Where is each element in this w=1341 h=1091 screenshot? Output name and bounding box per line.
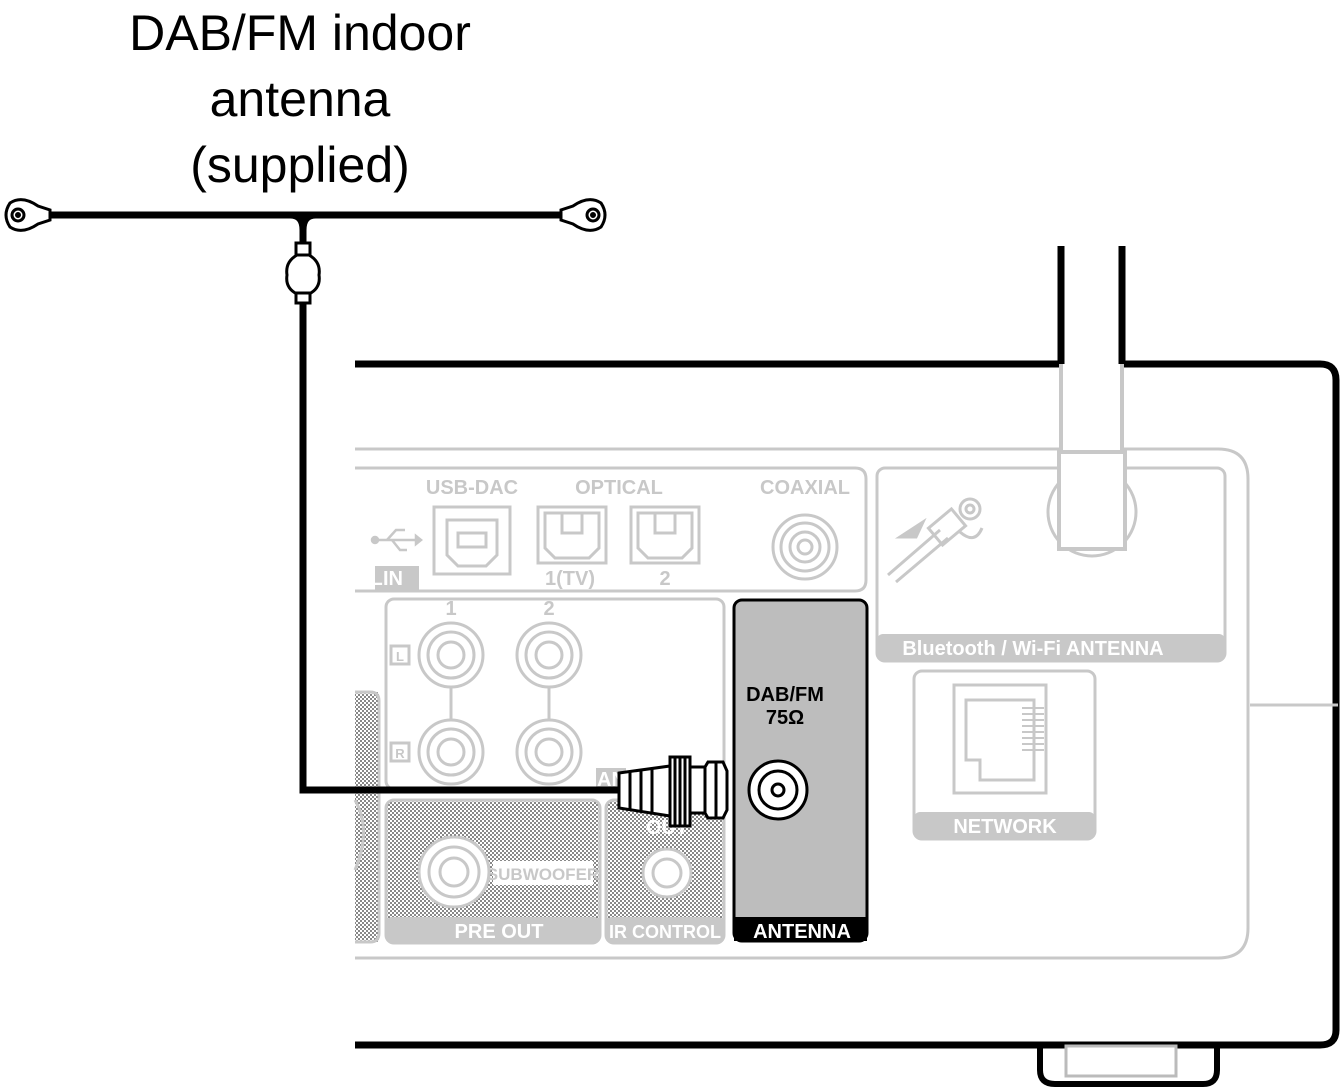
wifi-antenna-rod: [1057, 364, 1127, 551]
usb-dac-label: USB-DAC: [426, 477, 518, 499]
coaxial-port: [771, 513, 839, 581]
bt-label-bar: [877, 634, 1225, 661]
impedance-label: 75Ω: [766, 707, 804, 729]
digital-in-fragment: AL: [356, 568, 383, 590]
analog-2-label: 2: [543, 598, 554, 620]
bt-wifi-label: Bluetooth / Wi-Fi ANTENNA: [902, 638, 1163, 660]
optical-ports: [536, 505, 701, 565]
t-antenna-wire: [42, 211, 620, 794]
antenna-wire-end-left: [4, 198, 52, 232]
network-label: NETWORK: [953, 816, 1057, 838]
dab-fm-label: DAB/FM: [746, 684, 824, 706]
antenna-wire-end-right: [559, 198, 607, 232]
caption-line-1: DAB/FM indoor: [129, 5, 471, 61]
digital-in-label-bar: [375, 566, 419, 590]
optical-1-label: 1(TV): [545, 568, 595, 590]
coaxial-label: COAXIAL: [760, 477, 850, 499]
left-dotted-block: [353, 690, 381, 944]
pre-out-label: PRE OUT: [455, 921, 544, 943]
analog-in-jacks: [389, 621, 583, 786]
subwoofer-label: SUBWOOFER: [487, 865, 599, 884]
left-channel-label: L: [396, 649, 404, 664]
usb-icon: [370, 528, 424, 552]
ir-control-label: IR CONTROL: [609, 922, 721, 942]
analog-1-label: 1: [445, 598, 456, 620]
antenna-balun: [285, 241, 321, 305]
optical-label: OPTICAL: [575, 477, 663, 499]
right-channel-label: R: [395, 746, 405, 761]
network-label-bar: [914, 812, 1095, 839]
ethernet-port-icon: [1022, 707, 1044, 751]
antenna-label: ANTENNA: [753, 921, 851, 943]
antenna-attach-icon: [887, 497, 984, 584]
caption-line-2: antenna: [209, 71, 391, 127]
f-connector-plug: [617, 755, 729, 828]
receiver-foot: [1037, 1044, 1220, 1087]
pre-out-block: [384, 798, 602, 945]
antenna-caption: DAB/FM indoor antenna (supplied): [60, 0, 540, 198]
optical-2-label: 2: [659, 568, 670, 590]
ir-control-block: [604, 798, 726, 945]
in-label: IN: [383, 568, 403, 590]
dab-fm-antenna-panel: [732, 598, 869, 943]
caption-line-3: (supplied): [190, 137, 410, 193]
usb-dac-port: [432, 505, 512, 576]
